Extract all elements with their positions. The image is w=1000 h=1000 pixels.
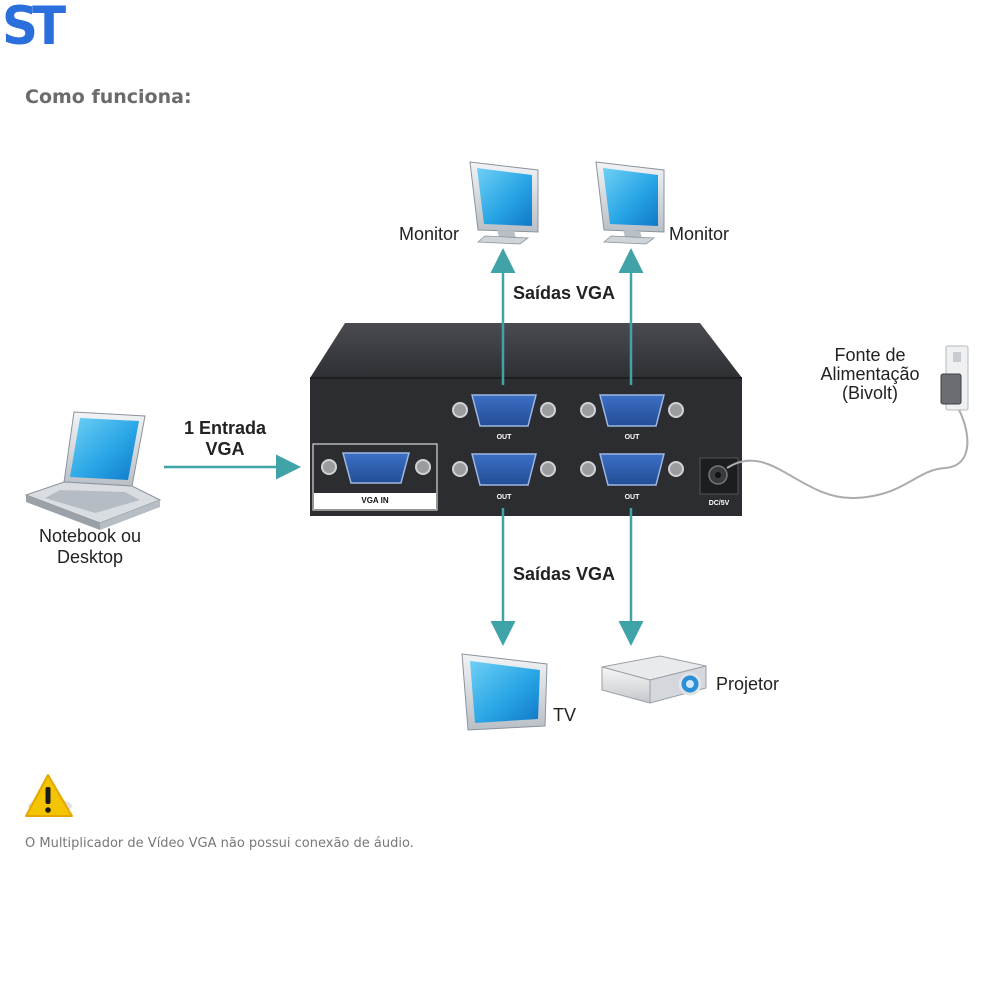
power-label-line2: Alimentação (820, 364, 920, 384)
source-label-line1: Notebook ou (38, 526, 142, 546)
monitor-left (469, 161, 539, 245)
power-adapter-icon (940, 345, 969, 411)
out-port-1-label: OUT (496, 434, 512, 441)
out-port-1 (452, 394, 556, 427)
out-port-3-label: OUT (496, 494, 512, 501)
page-heading: Como funciona: (25, 86, 192, 108)
source-label: Notebook ou Desktop (25, 526, 155, 568)
projector-icon (601, 655, 707, 704)
out-port-4-label: OUT (624, 494, 640, 501)
input-label-line2: VGA (205, 439, 245, 459)
tv-icon (461, 653, 548, 731)
outputs-top-label: Saídas VGA (513, 283, 616, 303)
outputs-bottom-label: Saídas VGA (513, 564, 616, 584)
out-port-2 (580, 394, 684, 427)
brand-logo: ST (2, 0, 66, 57)
audio-note-text: O Multiplicador de Vídeo VGA não possui … (25, 836, 414, 851)
power-cable (726, 407, 969, 500)
power-label: Fonte de Alimentação (Bivolt) (800, 346, 940, 403)
signal-arrows (164, 248, 644, 646)
monitor-right-label: Monitor (669, 224, 730, 244)
power-port-label: DC/5V (708, 500, 730, 507)
input-label: 1 Entrada VGA (160, 418, 290, 460)
out-port-2-label: OUT (624, 434, 640, 441)
warning-icon (25, 774, 73, 817)
power-jack (699, 457, 739, 495)
out-port-3 (452, 453, 556, 486)
power-label-line3: (Bivolt) (841, 383, 898, 403)
monitor-right (595, 161, 665, 245)
laptop-icon (24, 411, 162, 530)
monitor-left-label: Monitor (399, 224, 460, 244)
power-label-line1: Fonte de (834, 345, 906, 365)
vga-in-port (312, 443, 438, 511)
vga-in-port-label: VGA IN (361, 496, 389, 505)
tv-label: TV (553, 705, 577, 725)
source-label-line2: Desktop (56, 547, 124, 567)
vga-splitter-device (310, 323, 742, 516)
projector-label: Projetor (716, 674, 780, 694)
out-port-4 (580, 453, 684, 486)
input-label-line1: 1 Entrada (183, 418, 267, 438)
